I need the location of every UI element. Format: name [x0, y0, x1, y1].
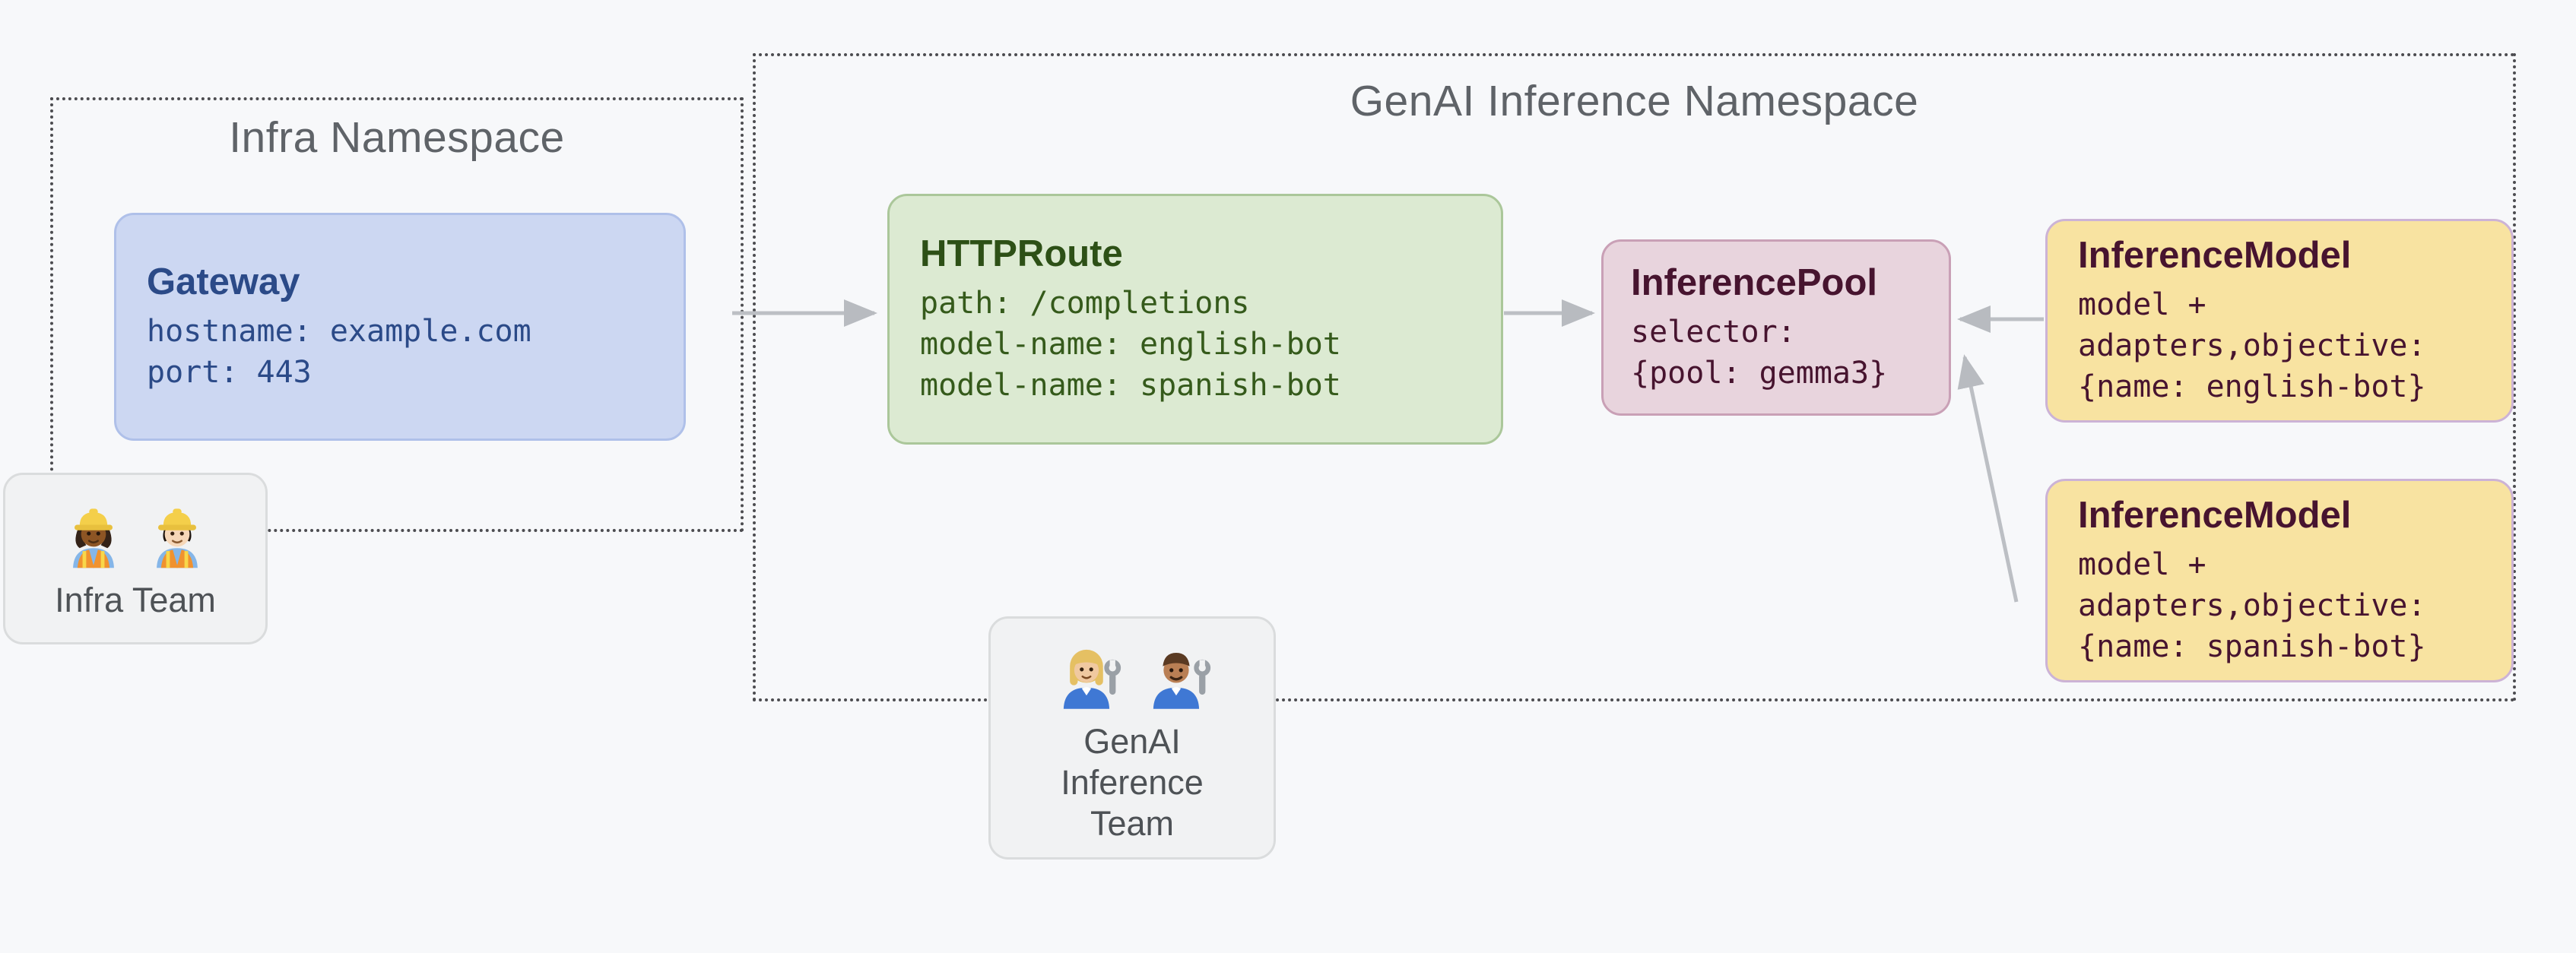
infra-team-card: Infra Team	[3, 473, 268, 644]
inferencemodel-spanish-node-line: {name: spanish-bot}	[2078, 629, 2426, 664]
infra-namespace-title: Infra Namespace	[229, 113, 565, 162]
man-mechanic-icon	[1153, 653, 1211, 709]
genai-team-label: GenAI Inference Team	[1061, 722, 1204, 843]
genai-namespace-title: GenAI Inference Namespace	[1350, 77, 1919, 125]
inferencepool-node-line: {pool: gemma3}	[1631, 356, 1888, 391]
httproute-node: HTTPRoute path: /completions model-name:…	[887, 194, 1503, 445]
gateway-node-title: Gateway	[147, 261, 300, 302]
gateway-node-line: port: 443	[147, 355, 312, 390]
inferencepool-node: InferencePool selector: {pool: gemma3}	[1601, 239, 1951, 416]
inferencemodel-spanish-node-line: model +	[2078, 547, 2206, 582]
inferencemodel-english-node: InferenceModel model + adapters,objectiv…	[2045, 219, 2514, 423]
infra-team-label: Infra Team	[55, 581, 216, 619]
gateway-node: Gateway hostname: example.com port: 443	[114, 213, 686, 441]
inferencepool-node-line: selector:	[1631, 315, 1796, 350]
inferencemodel-spanish-node-line: adapters,objective:	[2078, 588, 2426, 623]
inferencemodel-english-node-title: InferenceModel	[2078, 235, 2352, 276]
genai-team-card: GenAI Inference Team	[988, 616, 1276, 860]
httproute-node-line: path: /completions	[920, 286, 1250, 321]
arrow-inferencemodel-spanish-to-inferencepool	[1957, 354, 2019, 603]
httproute-node-line: model-name: spanish-bot	[920, 368, 1341, 403]
inferencemodel-spanish-node-title: InferenceModel	[2078, 495, 2352, 536]
inferencemodel-english-node-line: model +	[2078, 287, 2206, 322]
inferencepool-node-title: InferencePool	[1631, 262, 1878, 303]
woman-construction-worker-icon	[73, 508, 114, 568]
man-construction-worker-icon	[157, 508, 198, 568]
infra-team-icons	[56, 496, 215, 572]
inferencemodel-english-node-line: adapters,objective:	[2078, 328, 2426, 363]
gateway-node-line: hostname: example.com	[147, 314, 531, 349]
woman-mechanic-icon	[1063, 649, 1121, 709]
httproute-node-line: model-name: english-bot	[920, 327, 1341, 362]
inferencemodel-english-node-line: {name: english-bot}	[2078, 369, 2426, 404]
httproute-node-title: HTTPRoute	[920, 233, 1123, 274]
inferencemodel-spanish-node: InferenceModel model + adapters,objectiv…	[2045, 479, 2514, 682]
genai-namespace-box	[753, 53, 2516, 701]
genai-team-icons	[1046, 632, 1218, 714]
